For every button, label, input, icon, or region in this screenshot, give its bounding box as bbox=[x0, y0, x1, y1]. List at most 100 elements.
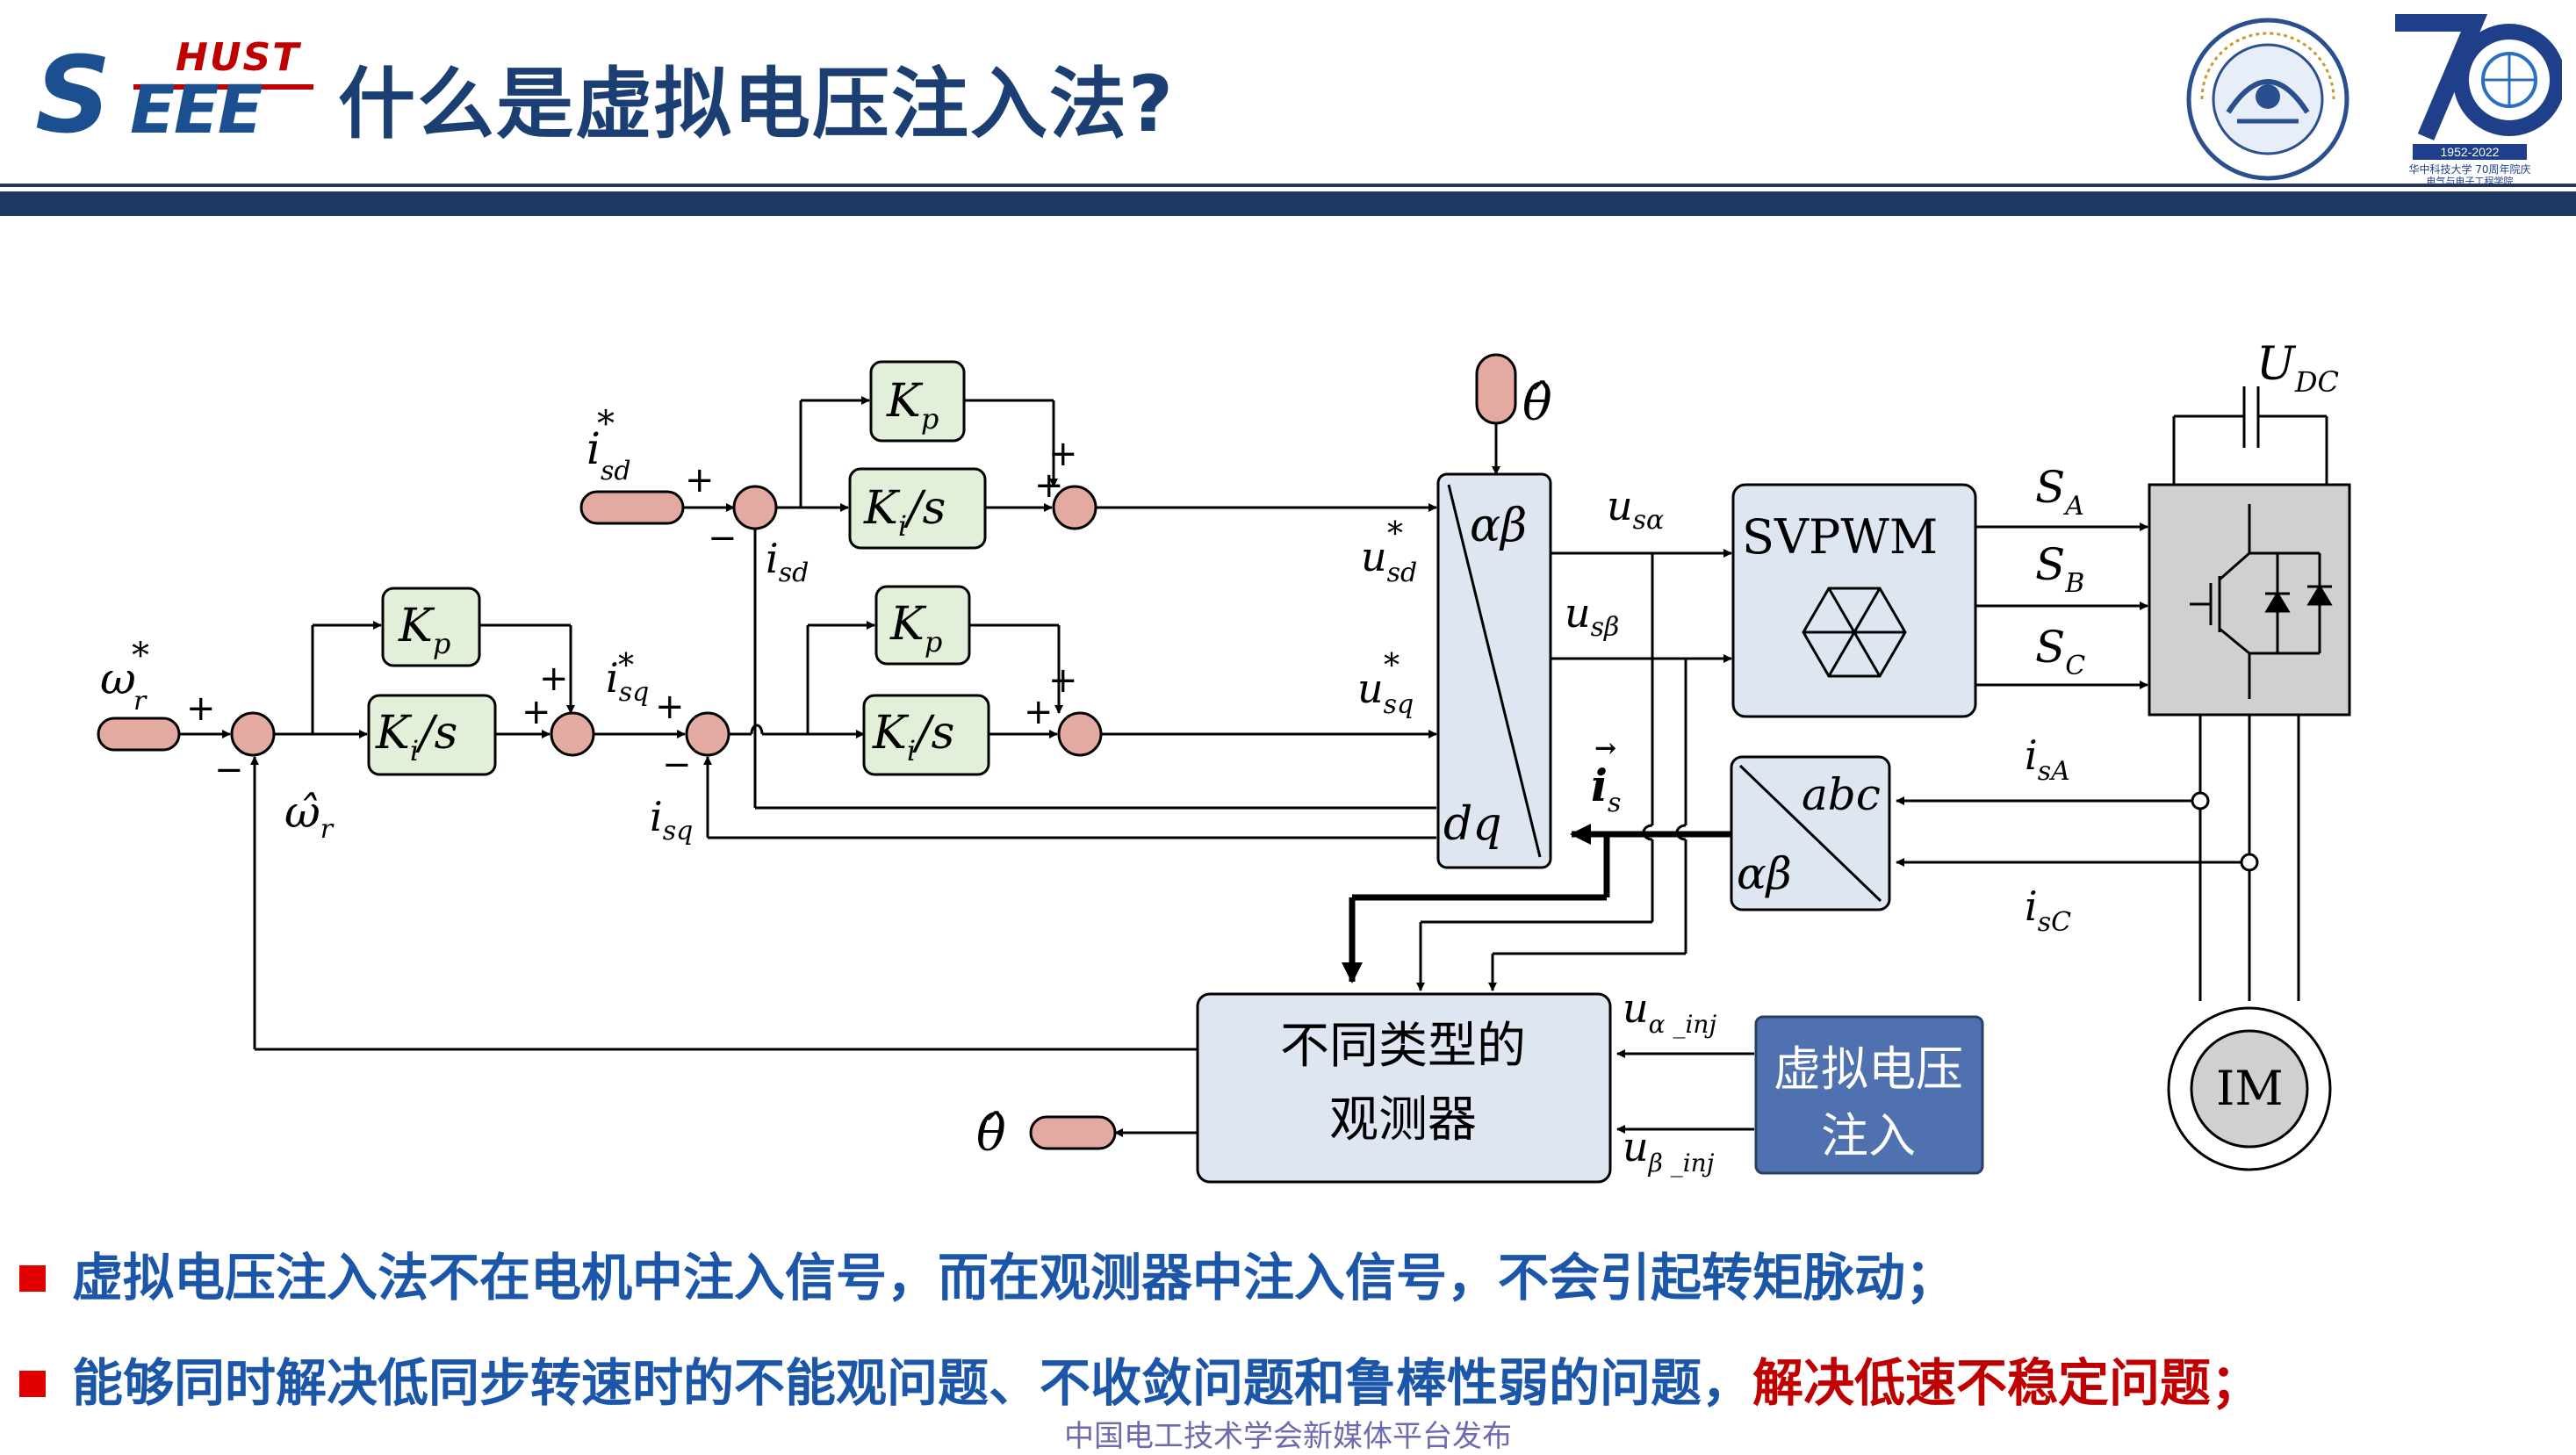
plus-sign: + bbox=[1048, 434, 1078, 474]
isA-label: isA bbox=[2025, 731, 2070, 787]
bullet-item: 能够同时解决低同步转速时的不能观问题、不收敛问题和鲁棒性弱的问题，解决低速不稳定… bbox=[19, 1342, 2262, 1415]
ki-block-speed bbox=[367, 694, 497, 776]
usq-ref-label: usq bbox=[1357, 665, 1414, 720]
theta-hat-top-label: θ̂ bbox=[1522, 375, 1552, 432]
plus-sign: + bbox=[655, 687, 685, 727]
is-vector-label: is bbox=[1591, 760, 1621, 818]
logo-red-stripe bbox=[133, 84, 313, 90]
minus-sign: − bbox=[708, 518, 738, 558]
park-top-label: αβ bbox=[1470, 500, 1527, 552]
isd-sum-junction bbox=[732, 485, 778, 530]
plus-sign: + bbox=[1024, 692, 1054, 732]
clarke-top-label: abc bbox=[1802, 769, 1881, 820]
plus-sign: + bbox=[1034, 465, 1064, 506]
ki-label-q: Ki/s bbox=[872, 707, 954, 767]
anniversary-70-mark bbox=[2395, 14, 2565, 140]
svg-text:sd: sd bbox=[601, 456, 631, 486]
svg-text:*: * bbox=[597, 404, 615, 444]
plus-sign: + bbox=[186, 688, 216, 729]
svg-text:r: r bbox=[133, 686, 148, 717]
q-pi-sum-junction bbox=[1057, 711, 1103, 757]
svg-text:*: * bbox=[1387, 516, 1403, 552]
isd-ref-input bbox=[579, 490, 685, 525]
logo-hust: HUST bbox=[176, 35, 301, 80]
isd-ref-label: i bbox=[586, 423, 601, 474]
park-bottom-label: dq bbox=[1443, 798, 1502, 851]
bullet-highlight: 解决低速不稳定问题； bbox=[1752, 1353, 2263, 1413]
kp-block-q bbox=[874, 585, 971, 666]
ualpha-inj-label: uα _inj bbox=[1623, 984, 1716, 1039]
logo-s: S bbox=[35, 35, 112, 157]
ki-block-d bbox=[848, 467, 987, 550]
injection-line2: 注入 bbox=[1821, 1108, 1916, 1163]
park-diagonal bbox=[1447, 484, 1542, 858]
ki-block-q bbox=[862, 694, 990, 776]
plus-sign: + bbox=[1048, 660, 1078, 701]
svpwm-block bbox=[1731, 483, 1977, 718]
anniversary-years: 1952-2022 bbox=[2413, 144, 2527, 160]
ki-label-d: Ki/s bbox=[863, 482, 946, 543]
slide-header: S HUST EEE 什么是虚拟电压注入法? 1952-2022 华中科技大学 … bbox=[0, 0, 2576, 216]
observer-line1: 不同类型的 bbox=[1280, 1018, 1526, 1075]
theta-hat-output bbox=[1029, 1115, 1117, 1150]
motor-inner bbox=[2190, 1029, 2309, 1149]
control-block-diagram: ω r * i sd * θ̂ Kp Ki/s Kp Ki/s Kp Ki/s … bbox=[97, 338, 2351, 1184]
d-pi-sum-junction bbox=[1052, 485, 1097, 530]
isq-feedback-label: isq bbox=[650, 793, 693, 846]
plus-sign: + bbox=[522, 692, 551, 732]
observer-block bbox=[1196, 992, 1612, 1184]
igbt-icon bbox=[2190, 504, 2333, 699]
kp-block-d bbox=[869, 360, 966, 443]
omega-ref-input bbox=[97, 717, 181, 752]
plus-sign: + bbox=[685, 460, 715, 501]
bullet-square-icon bbox=[19, 1265, 46, 1292]
sa-label: SA bbox=[2035, 462, 2084, 522]
isq-sum-junction bbox=[685, 711, 730, 757]
isC-label: isC bbox=[2025, 882, 2071, 938]
observer-line2: 观测器 bbox=[1329, 1091, 1477, 1149]
bullet-text: 能够同时解决低同步转速时的不能观问题、不收敛问题和鲁棒性弱的问题， bbox=[72, 1353, 1753, 1413]
svpwm-label: SVPWM bbox=[1742, 509, 1938, 565]
svg-text:*: * bbox=[132, 636, 149, 676]
bullet-square-icon bbox=[19, 1371, 46, 1397]
header-divider bbox=[0, 191, 2576, 216]
isd-feedback-label: isd bbox=[766, 535, 809, 588]
bullet-item: 虚拟电压注入法不在电机中注入信号，而在观测器中注入信号，不会引起转矩脉动； bbox=[19, 1236, 1956, 1310]
kp-label-q: Kp bbox=[889, 598, 942, 659]
omega-ref-label: ω bbox=[100, 653, 136, 704]
ki-label-speed: Ki/s bbox=[375, 707, 457, 767]
footer-publisher: 中国电工技术学会新媒体平台发布 bbox=[1064, 1419, 1512, 1454]
speed-sum-junction bbox=[230, 711, 276, 757]
anniversary-line1: 华中科技大学 70周年院庆 bbox=[2408, 163, 2531, 176]
usd-ref-label: usd bbox=[1361, 533, 1417, 588]
clarke-bottom-label: αβ bbox=[1737, 848, 1792, 899]
kp-label-d: Kp bbox=[886, 375, 939, 436]
logo-eee: EEE bbox=[130, 70, 263, 148]
svg-text:*: * bbox=[618, 648, 634, 684]
clarke-diagonal bbox=[1738, 764, 1882, 903]
plus-sign: + bbox=[539, 659, 569, 699]
virtual-voltage-injection-block bbox=[1754, 1015, 1984, 1175]
omega-hat-label: ω̂r bbox=[284, 787, 335, 845]
usbeta-label: usβ bbox=[1565, 589, 1619, 643]
kp-block-speed bbox=[381, 587, 481, 667]
udc-label: UDC bbox=[2256, 338, 2339, 399]
slide-title: 什么是虚拟电压注入法? bbox=[338, 59, 1176, 149]
minus-sign: − bbox=[662, 745, 692, 785]
svg-text:*: * bbox=[1384, 648, 1400, 684]
anniversary-logo: 1952-2022 华中科技大学 70周年院庆 电气与电子工程学院 bbox=[2378, 14, 2565, 187]
svpwm-hexagon-icon bbox=[1802, 587, 1907, 678]
sc-label: SC bbox=[2035, 622, 2085, 681]
school-emblem-logo bbox=[2186, 18, 2349, 181]
bullet-text: 虚拟电压注入法不在电机中注入信号，而在观测器中注入信号，不会引起转矩脉动； bbox=[72, 1248, 1957, 1307]
ubeta-inj-label: uβ _inj bbox=[1623, 1123, 1715, 1178]
svg-text:→: → bbox=[1594, 733, 1616, 764]
header-divider-thin bbox=[0, 184, 2576, 187]
speed-pi-sum-junction bbox=[550, 711, 595, 757]
theta-hat-out-label: θ̂ bbox=[976, 1106, 1006, 1163]
usalpha-label: usα bbox=[1607, 482, 1664, 536]
kp-label-speed: Kp bbox=[398, 600, 450, 660]
minus-sign: − bbox=[214, 750, 244, 790]
motor-label: IM bbox=[2216, 1061, 2284, 1116]
injection-line1: 虚拟电压 bbox=[1774, 1041, 1963, 1097]
